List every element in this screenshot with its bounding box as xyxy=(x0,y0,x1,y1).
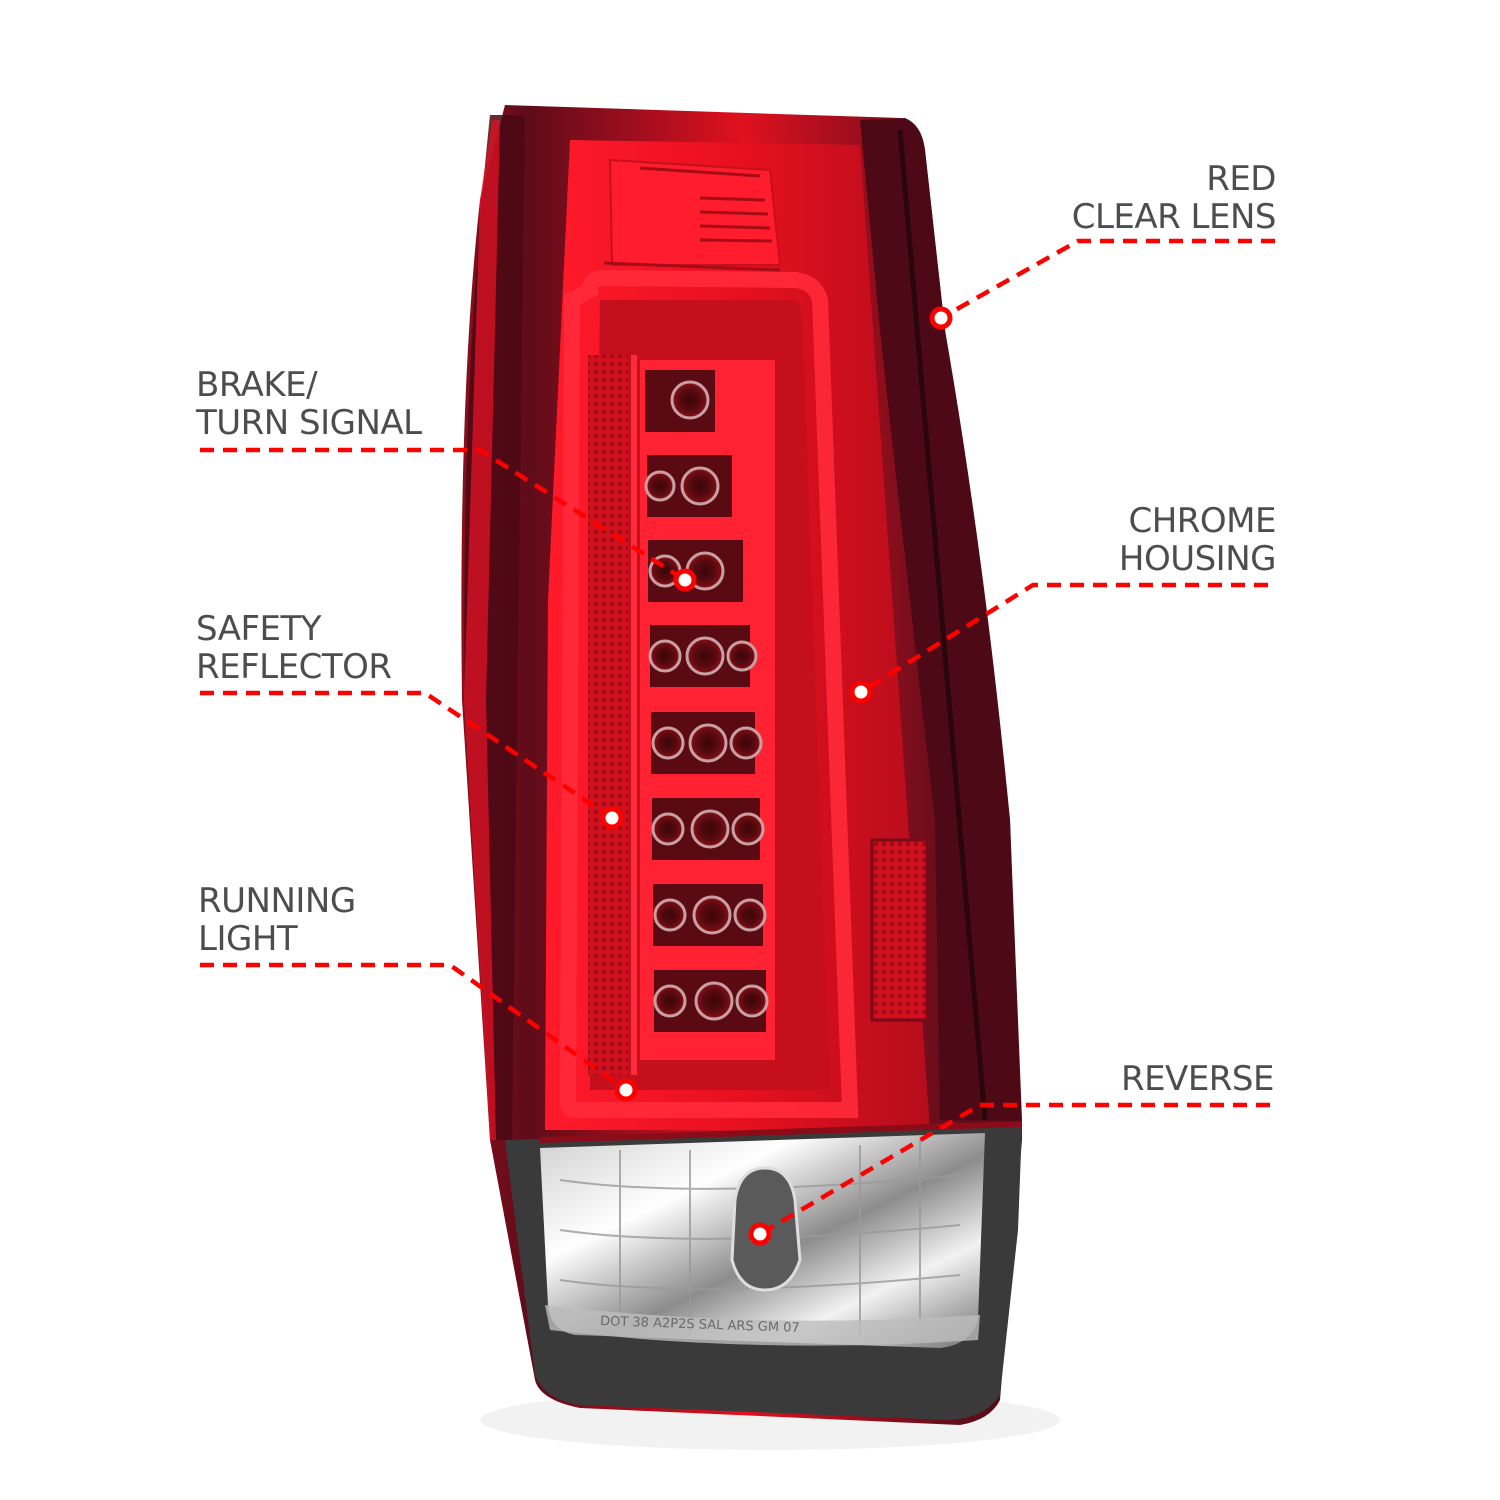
label-line: TURN SIGNAL xyxy=(196,403,422,443)
side-reflector xyxy=(870,838,929,1022)
label-line: REVERSE xyxy=(1120,1059,1275,1099)
label-line: RUNNING xyxy=(198,881,356,921)
safety-reflector-strip xyxy=(588,355,628,1075)
callout-label-red-clear-lens: RED CLEAR LENS xyxy=(1071,159,1277,237)
callout-label-safety-reflector: SAFETY REFLECTOR xyxy=(196,609,392,687)
leader-red-clear-lens xyxy=(939,238,1275,320)
callout-label-reverse: REVERSE xyxy=(1120,1059,1275,1099)
callout-label-chrome-housing: CHROME HOUSING xyxy=(1118,501,1277,579)
callout-dots xyxy=(600,306,953,1246)
leader-reverse xyxy=(758,1102,1270,1236)
running-light-tube xyxy=(559,269,859,1118)
leader-running-light xyxy=(200,962,628,1092)
callout-label-running-light: RUNNING LIGHT xyxy=(198,882,356,958)
label-line: CLEAR LENS xyxy=(1071,197,1277,237)
lens-markings: DOT 38 A2P2S SAL ARS GM 07 xyxy=(600,1314,800,1336)
label-line: BRAKE/ xyxy=(196,365,318,405)
led-array xyxy=(640,360,775,1060)
label-line: HOUSING xyxy=(1118,539,1277,579)
dot-red-clear-lens xyxy=(929,306,953,330)
label-line: REFLECTOR xyxy=(196,647,392,687)
leader-safety-reflector xyxy=(200,690,614,820)
dot-safety-reflector xyxy=(600,806,624,830)
dot-running-light xyxy=(614,1078,638,1102)
label-line: CHROME xyxy=(1128,501,1276,541)
dot-reverse xyxy=(748,1222,772,1246)
label-line: LIGHT xyxy=(198,919,298,959)
label-line: SAFETY xyxy=(196,609,322,649)
dot-chrome-housing xyxy=(849,680,873,704)
callout-leaders xyxy=(200,238,1275,1236)
callout-label-brake-turn-signal: BRAKE/ TURN SIGNAL xyxy=(196,366,422,442)
label-line: RED xyxy=(1206,159,1276,199)
leader-brake-turn-signal xyxy=(200,447,687,582)
dot-brake-turn-signal xyxy=(673,568,697,592)
leader-chrome-housing xyxy=(859,582,1268,694)
